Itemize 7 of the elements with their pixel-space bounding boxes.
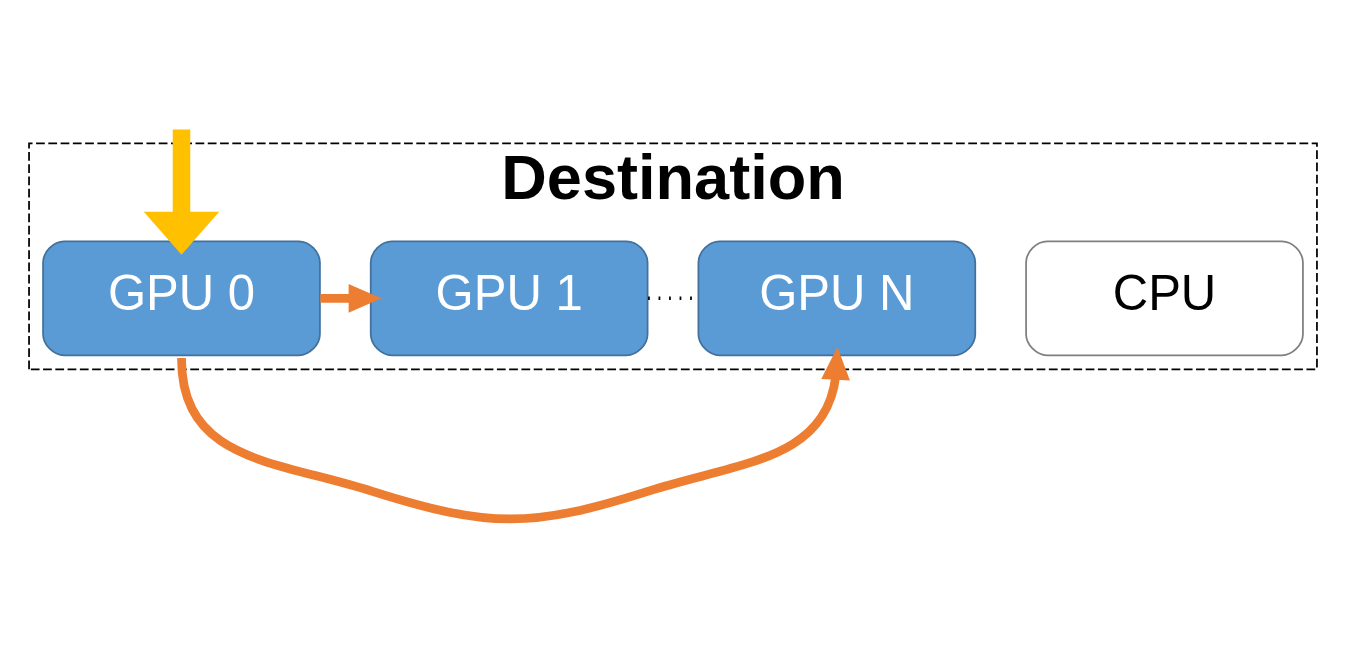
arrow [177, 346, 850, 523]
arrow [320, 283, 382, 313]
node-box: CPU [1025, 240, 1304, 356]
node-box: GPU 1 [369, 240, 649, 356]
node-box: GPU N [697, 240, 977, 356]
node-box: GPU 0 [42, 240, 321, 356]
arrow [143, 128, 220, 255]
